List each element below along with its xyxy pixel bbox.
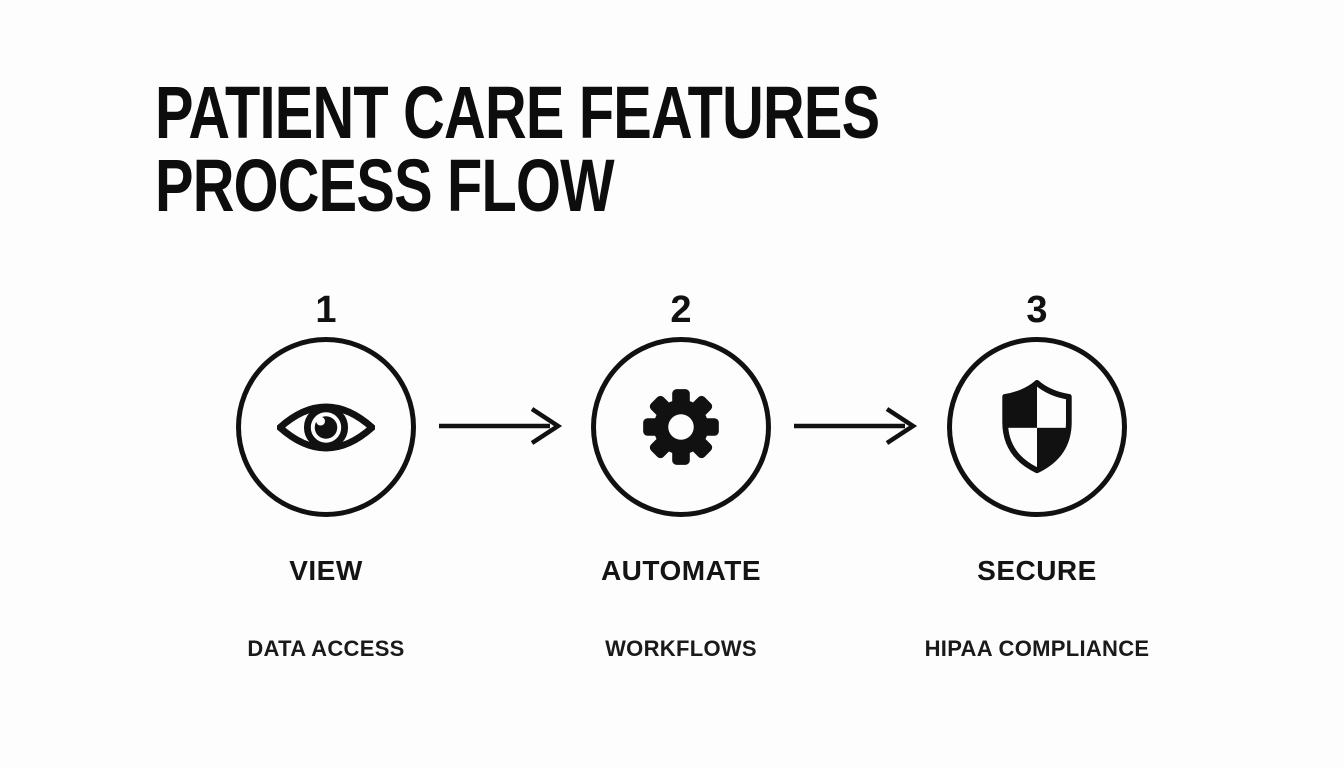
- step-view: 1 VIEW DATA ACCESS: [186, 290, 466, 662]
- step-number: 1: [315, 289, 337, 331]
- step-sublabel: HIPAA COMPLIANCE: [924, 636, 1150, 661]
- flow-arrow-icon: [791, 402, 923, 450]
- step-automate: 2 AUTOMATE WORKFLOWS: [541, 290, 821, 662]
- step-label: SECURE: [977, 555, 1097, 586]
- eye-icon: [277, 392, 375, 463]
- step-label: VIEW: [289, 555, 363, 586]
- shield-icon: [996, 378, 1078, 476]
- step-secure: 3 SECURE HIPAA COMPLIANCE: [897, 290, 1177, 662]
- step-sublabel: WORKFLOWS: [605, 636, 757, 661]
- gear-icon: [637, 383, 725, 471]
- page-title-line-2: PROCESS FLOW: [155, 144, 615, 227]
- step-circle: [947, 337, 1127, 517]
- page-title-line-1: PATIENT CARE FEATURES: [155, 71, 880, 154]
- step-circle: [236, 337, 416, 517]
- page-title: PATIENT CARE FEATURES PROCESS FLOW: [155, 71, 880, 227]
- step-circle: [591, 337, 771, 517]
- step-sublabel: DATA ACCESS: [247, 636, 405, 661]
- flow-arrow-icon: [436, 402, 568, 450]
- step-number: 3: [1026, 289, 1048, 331]
- step-label: AUTOMATE: [600, 555, 762, 586]
- step-number: 2: [670, 289, 692, 331]
